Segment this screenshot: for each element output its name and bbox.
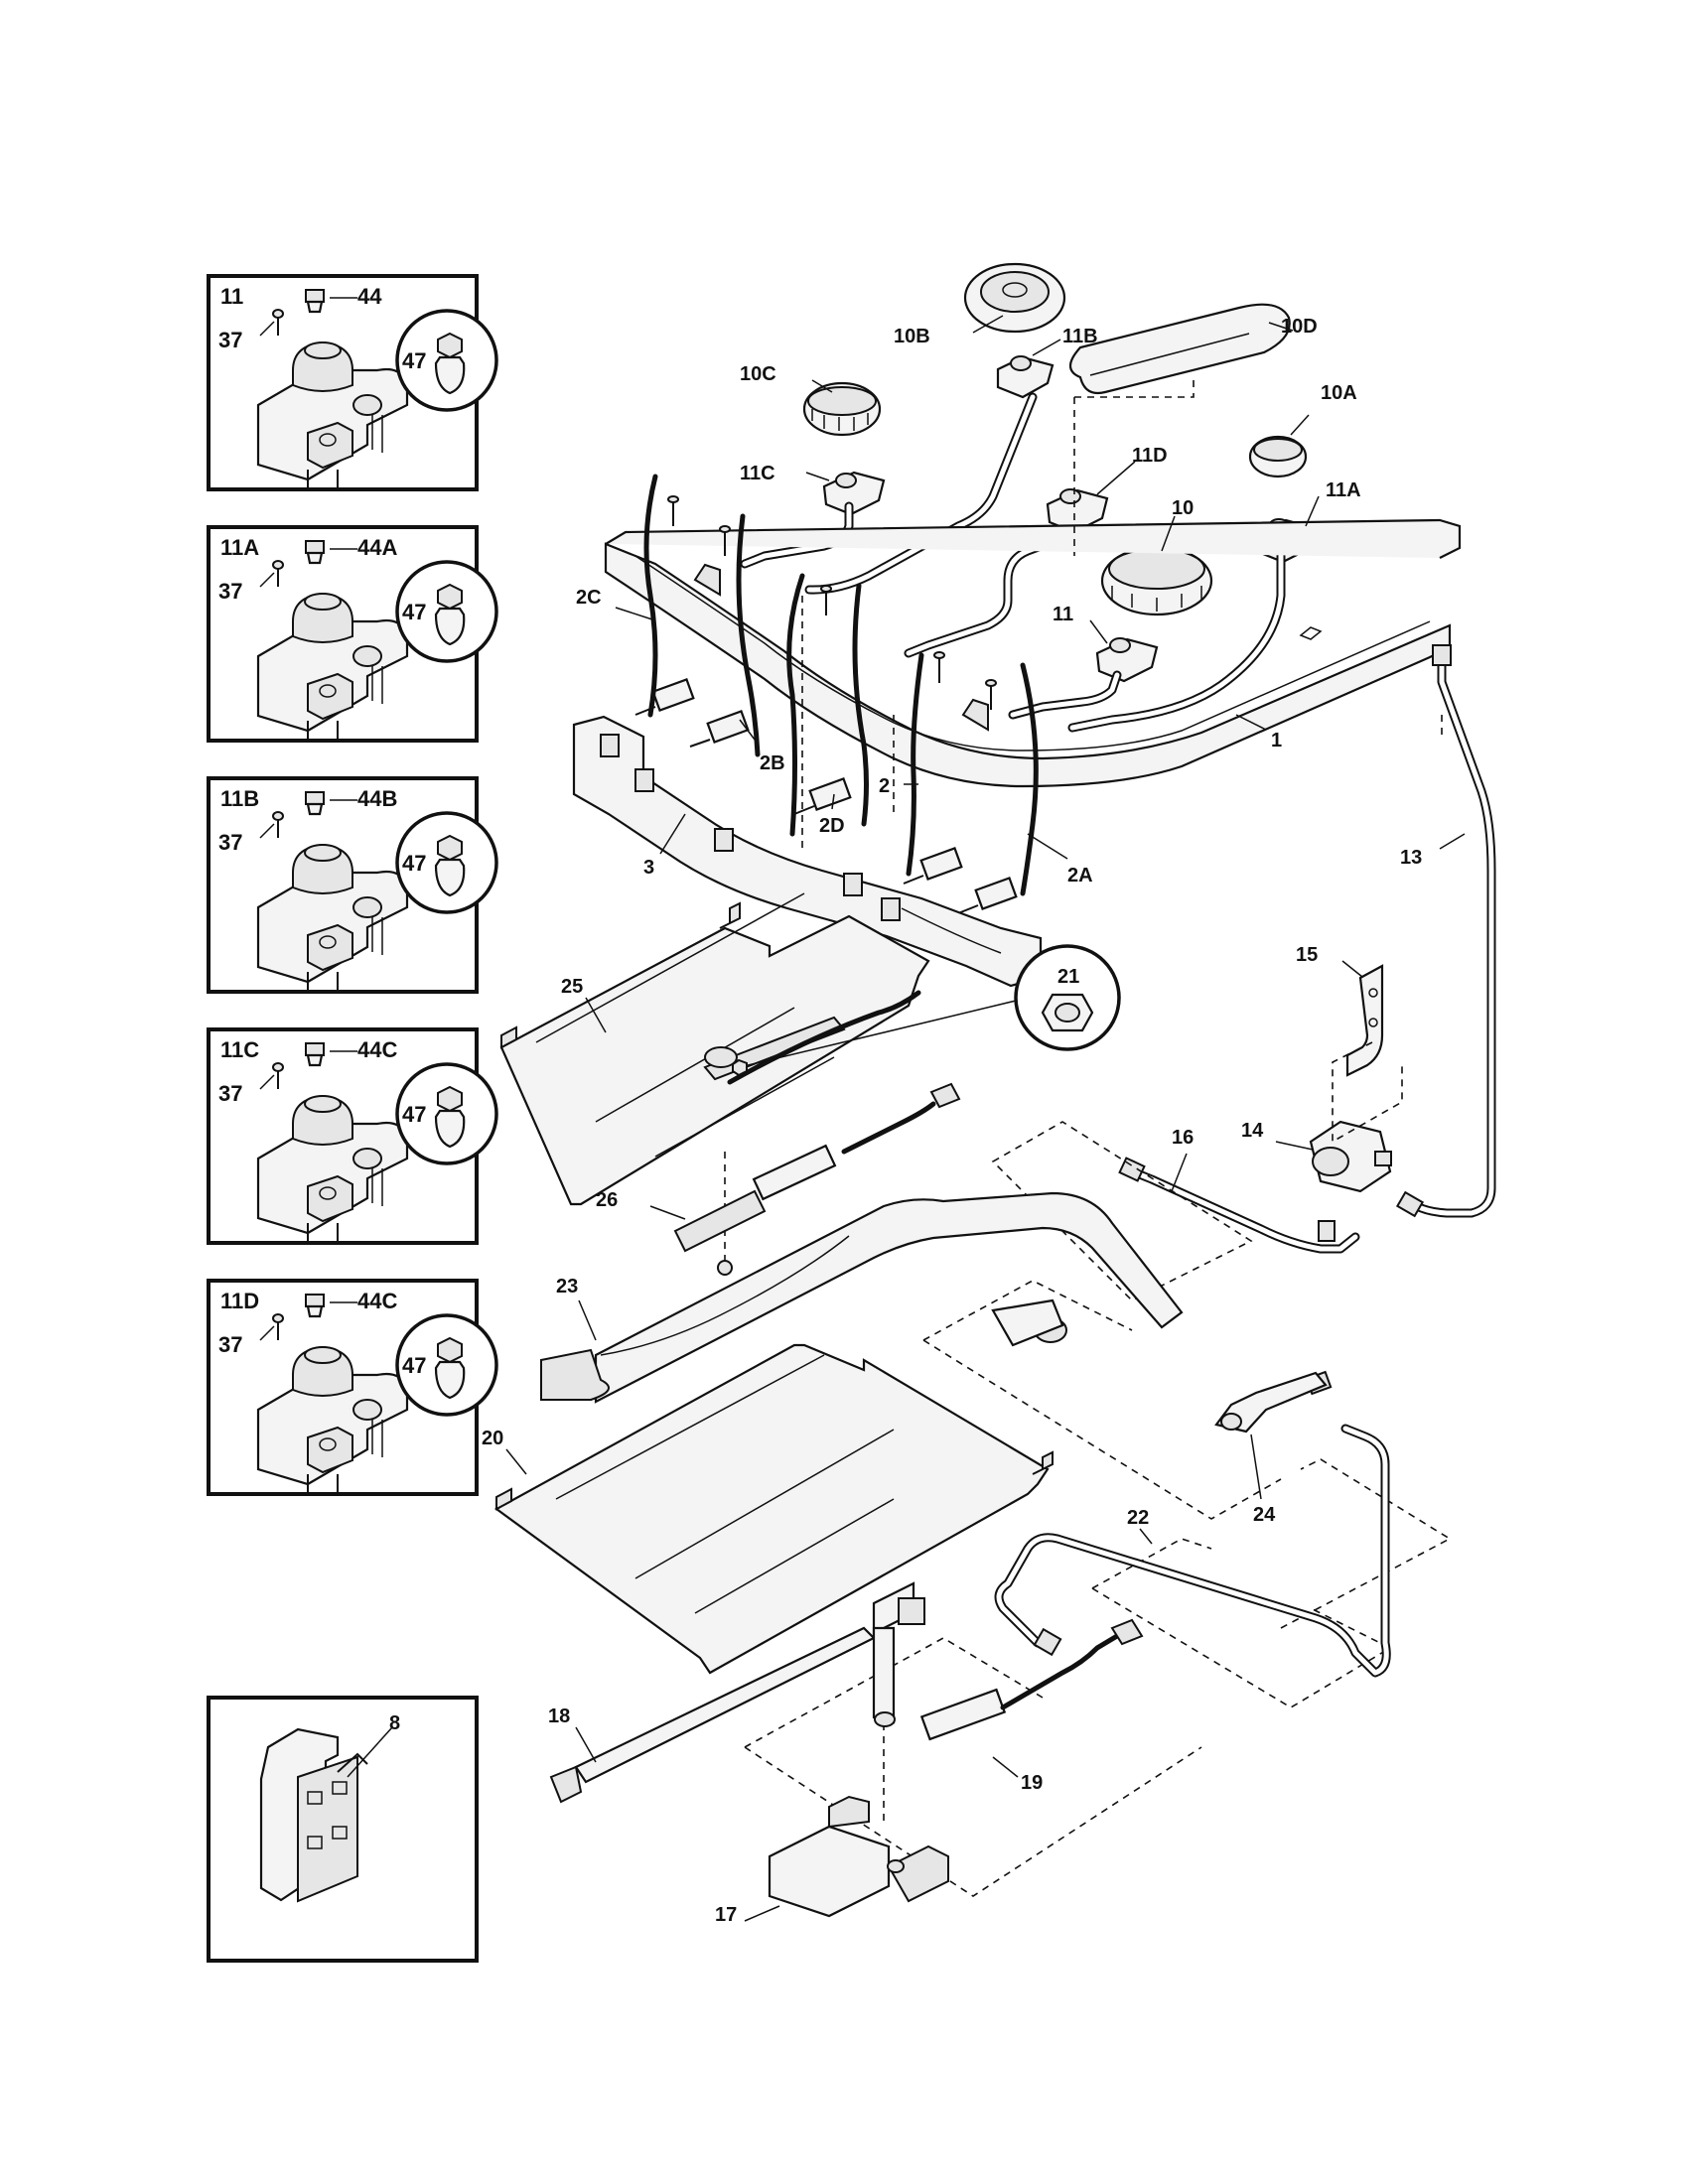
nut-21-callout [732, 944, 1121, 1077]
callout-8: 8 [389, 1712, 400, 1734]
callout-3: 3 [643, 857, 654, 879]
callout-2D: 2D [819, 815, 845, 837]
burner-caps [802, 262, 1308, 616]
callout-orifice: 47 [402, 600, 426, 624]
callout-24: 24 [1253, 1504, 1276, 1526]
callout-cap: 44C [357, 1289, 397, 1313]
callout-screw: 37 [218, 328, 242, 352]
callout-2A: 2A [1067, 865, 1093, 887]
callout-15: 15 [1296, 944, 1318, 966]
burner-18 [549, 1581, 925, 1804]
tube-22 [994, 1370, 1391, 1678]
callout-cap: 44 [357, 284, 382, 309]
igniter-wires [643, 474, 1039, 896]
callout-screw: 37 [218, 579, 242, 604]
callout-10A: 10A [1321, 382, 1357, 404]
inset-11d: 11D 44C 37 47 [207, 1279, 498, 1496]
burner-bases [822, 355, 1318, 683]
regulator-14 [1309, 1120, 1392, 1193]
callout-screw: 37 [218, 1081, 242, 1106]
callout-23: 23 [556, 1276, 578, 1297]
burner-23 [540, 1191, 1184, 1404]
callout-orifice: 47 [402, 851, 426, 876]
callout-orifice: 47 [402, 1353, 426, 1378]
inset-11c: 11C 44C 37 47 [207, 1027, 498, 1245]
callout-screw: 37 [218, 830, 242, 855]
igniter-26 [673, 1082, 961, 1276]
callout-11: 11 [1053, 604, 1073, 625]
callout-labels: 10B 11B 10D 10C 10A 11C 11D 10 11A 11 2C… [482, 316, 1422, 1926]
callout-2B: 2B [760, 752, 785, 774]
callout-16: 16 [1172, 1127, 1194, 1149]
callout-14: 14 [1241, 1120, 1264, 1142]
igniter-19 [919, 1618, 1144, 1741]
callout-11A: 11A [1326, 479, 1361, 501]
callout-cap: 44B [357, 786, 397, 811]
tube-16 [1118, 1157, 1360, 1254]
callout-2C: 2C [576, 587, 602, 609]
callout-screw: 37 [218, 1332, 242, 1357]
callout-20: 20 [482, 1428, 503, 1449]
inset-11a: 11A 44A 37 47 [207, 525, 498, 743]
inset-title: 11B [220, 786, 259, 811]
inset-title: 11C [220, 1037, 259, 1062]
callout-21: 21 [1057, 966, 1079, 988]
screws [667, 495, 997, 710]
valves [634, 678, 1018, 914]
shield-20 [493, 1343, 1054, 1675]
callout-25: 25 [561, 976, 583, 998]
callout-10C: 10C [740, 363, 776, 385]
bracket-15 [1345, 964, 1384, 1077]
inset-11: 11 44 37 47 [207, 274, 498, 491]
inset-title: 11 [220, 284, 243, 309]
callout-11D: 11D [1132, 445, 1168, 467]
leader-lines [505, 315, 1466, 1922]
tube-13 [1395, 644, 1496, 1218]
callout-22: 22 [1127, 1507, 1149, 1529]
valve-17 [768, 1795, 949, 1918]
callout-2: 2 [879, 775, 890, 797]
callout-cap: 44A [357, 535, 397, 560]
callout-17: 17 [715, 1904, 737, 1926]
callout-10: 10 [1172, 497, 1194, 519]
callout-18: 18 [548, 1706, 570, 1727]
inset-title: 11A [220, 535, 259, 560]
callout-orifice: 47 [402, 1102, 426, 1127]
callout-orifice: 47 [402, 348, 426, 373]
callout-10D: 10D [1281, 316, 1318, 338]
fitting-24 [1214, 1371, 1328, 1433]
inset-11b: 11B 44B 37 47 [207, 776, 498, 994]
callout-19: 19 [1021, 1772, 1043, 1794]
manifold-1 [604, 518, 1462, 788]
dashed-guides [724, 377, 1452, 1897]
inset-8: 8 [207, 1696, 479, 1963]
callout-26: 26 [596, 1189, 618, 1211]
callout-11C: 11C [740, 463, 775, 484]
callout-11B: 11B [1062, 326, 1098, 347]
inset-title: 11D [220, 1289, 259, 1313]
callout-10B: 10B [894, 326, 930, 347]
callout-cap: 44C [357, 1037, 397, 1062]
callout-13: 13 [1400, 847, 1422, 869]
callout-1: 1 [1271, 730, 1282, 751]
